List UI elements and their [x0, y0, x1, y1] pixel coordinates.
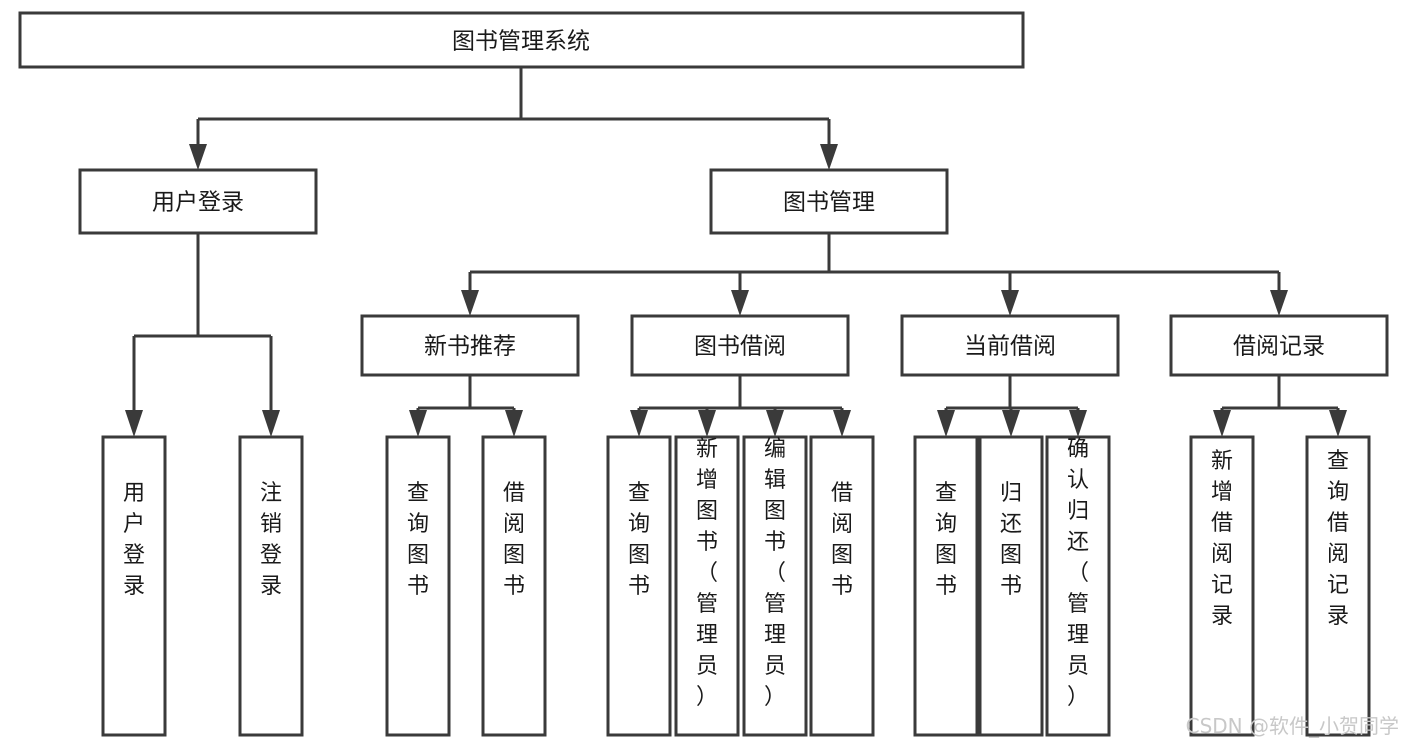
arrow-head-borrow-record	[1270, 290, 1288, 316]
leaf-book-borrow-3[interactable]: 编辑图书（管理员）	[742, 435, 808, 737]
connector-group-new-book-rec	[409, 375, 523, 437]
arrow-head-current-borrow	[1001, 290, 1019, 316]
leaf-current-borrow-2-label: 归还图书	[1000, 481, 1022, 599]
arrow-head-leaf-borrow-record-1	[1213, 410, 1231, 437]
leaf-book-borrow-4-box[interactable]	[809, 435, 875, 737]
leaf-new-book-rec-1-box[interactable]	[385, 435, 451, 737]
leaf-current-borrow-3[interactable]: 确认归还（管理员）	[1045, 435, 1111, 737]
node-current-borrow-box[interactable]	[900, 314, 1120, 377]
watermark-label: CSDN @软件_小贺同学	[1186, 714, 1399, 738]
connector-group-root	[189, 67, 838, 170]
leaf-book-borrow-1-label: 查询图书	[628, 481, 650, 599]
leaf-new-book-rec-2-box[interactable]	[481, 435, 547, 737]
node-book-borrow-box[interactable]	[630, 314, 850, 377]
node-user-login-label: 用户登录	[152, 190, 244, 216]
leaf-book-borrow-4[interactable]: 借阅图书	[809, 435, 875, 737]
node-user-login-box[interactable]	[78, 168, 318, 235]
leaf-user-login-1-box[interactable]	[101, 435, 167, 737]
node-new-book-rec-label: 新书推荐	[424, 334, 516, 360]
connector-group-borrow-record	[1213, 375, 1347, 437]
leaf-book-borrow-2-box[interactable]	[674, 435, 740, 737]
leaf-book-borrow-3-label: 编辑图书（管理员）	[764, 437, 786, 710]
node-book-manage[interactable]: 图书管理	[709, 168, 949, 235]
node-new-book-rec[interactable]: 新书推荐	[360, 314, 580, 377]
node-current-borrow[interactable]: 当前借阅	[900, 314, 1120, 377]
arrow-head-new-book-rec	[461, 290, 479, 316]
leaf-new-book-rec-2-label: 借阅图书	[503, 481, 525, 599]
connector-group-user-login	[125, 233, 280, 437]
node-book-manage-box[interactable]	[709, 168, 949, 235]
arrow-head-leaf-new-book-2	[505, 410, 523, 437]
arrow-head-leaf-user-login-1	[125, 410, 143, 437]
node-user-login[interactable]: 用户登录	[78, 168, 318, 235]
arrow-head-book-manage	[820, 144, 838, 170]
node-book-borrow-label: 图书借阅	[694, 334, 786, 360]
leaf-current-borrow-1[interactable]: 查询图书	[913, 435, 979, 737]
leaf-borrow-record-1[interactable]: 新增借阅记录	[1189, 435, 1255, 737]
node-book-borrow[interactable]: 图书借阅	[630, 314, 850, 377]
leaf-book-borrow-1-box[interactable]	[606, 435, 672, 737]
leaf-user-login-2-label: 注销登录	[260, 481, 282, 599]
node-current-borrow-label: 当前借阅	[964, 334, 1056, 360]
leaf-user-login-2-box[interactable]	[238, 435, 304, 737]
arrow-head-leaf-user-login-2	[262, 410, 280, 437]
arrow-head-leaf-book-borrow-2	[698, 410, 716, 437]
arrow-head-book-borrow	[731, 290, 749, 316]
leaf-current-borrow-2-box[interactable]	[978, 435, 1044, 737]
node-root-box[interactable]	[18, 11, 1025, 69]
connector-group-book-manage	[461, 233, 1288, 316]
arrow-head-leaf-current-borrow-3	[1069, 410, 1087, 437]
leaf-borrow-record-1-box[interactable]	[1189, 435, 1255, 737]
arrow-head-leaf-book-borrow-1	[630, 410, 648, 437]
leaf-user-login-1[interactable]: 用户登录	[101, 435, 167, 737]
leaf-current-borrow-2[interactable]: 归还图书	[978, 435, 1044, 737]
node-borrow-record[interactable]: 借阅记录	[1169, 314, 1389, 377]
arrow-head-user-login	[189, 144, 207, 170]
leaf-book-borrow-2[interactable]: 新增图书（管理员）	[674, 435, 740, 737]
leaf-book-borrow-3-box[interactable]	[742, 435, 808, 737]
leaf-book-borrow-2-label: 新增图书（管理员）	[696, 437, 718, 710]
node-root-label: 图书管理系统	[452, 29, 590, 55]
leaf-current-borrow-3-label: 确认归还（管理员）	[1067, 437, 1089, 710]
arrow-head-leaf-borrow-record-2	[1329, 410, 1347, 437]
leaf-current-borrow-3-box[interactable]	[1045, 435, 1111, 737]
leaf-borrow-record-2[interactable]: 查询借阅记录	[1305, 435, 1371, 737]
arrow-head-leaf-book-borrow-3	[766, 410, 784, 437]
leaf-current-borrow-1-box[interactable]	[913, 435, 979, 737]
arrow-head-leaf-current-borrow-2	[1002, 410, 1020, 437]
arrow-head-leaf-book-borrow-4	[833, 410, 851, 437]
arrow-head-leaf-new-book-1	[409, 410, 427, 437]
node-borrow-record-label: 借阅记录	[1233, 334, 1325, 360]
connector-group-book-borrow	[630, 375, 851, 437]
leaf-new-book-rec-1[interactable]: 查询图书	[385, 435, 451, 737]
connector-group-current-borrow	[937, 375, 1087, 437]
leaf-user-login-2[interactable]: 注销登录	[238, 435, 304, 737]
leaf-book-borrow-4-label: 借阅图书	[831, 481, 853, 599]
leaf-book-borrow-1[interactable]: 查询图书	[606, 435, 672, 737]
node-new-book-rec-box[interactable]	[360, 314, 580, 377]
leaf-borrow-record-2-box[interactable]	[1305, 435, 1371, 737]
node-book-manage-label: 图书管理	[783, 190, 875, 216]
leaf-new-book-rec-1-label: 查询图书	[407, 481, 429, 599]
node-borrow-record-box[interactable]	[1169, 314, 1389, 377]
leaf-borrow-record-1-label: 新增借阅记录	[1211, 449, 1233, 629]
node-root[interactable]: 图书管理系统	[18, 11, 1025, 69]
leaf-borrow-record-2-label: 查询借阅记录	[1327, 449, 1349, 629]
leaf-current-borrow-1-label: 查询图书	[935, 481, 957, 599]
arrow-head-leaf-current-borrow-1	[937, 410, 955, 437]
leaf-new-book-rec-2[interactable]: 借阅图书	[481, 435, 547, 737]
leaf-user-login-1-label: 用户登录	[123, 481, 145, 599]
